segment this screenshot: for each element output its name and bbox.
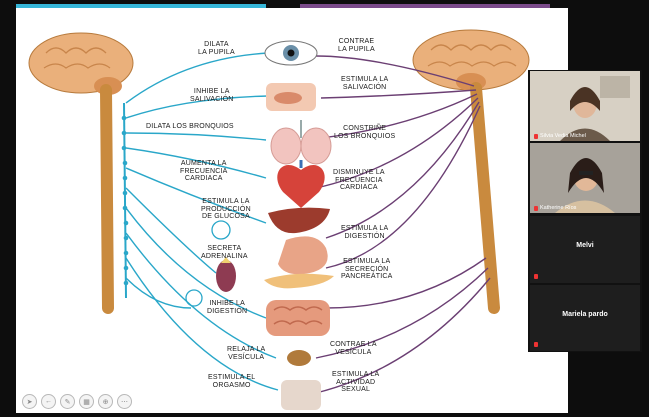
participant-name: Katherine Ríos xyxy=(534,205,576,211)
grid-icon[interactable]: ▦ xyxy=(79,394,94,409)
more-icon[interactable]: ⋯ xyxy=(117,394,132,409)
mic-muted-icon xyxy=(534,342,538,347)
participant-name: Melvi xyxy=(530,242,640,249)
participant-tile[interactable]: Melvi xyxy=(530,216,640,283)
mic-muted-icon xyxy=(534,206,538,211)
participant-tile[interactable]: Katherine Ríos xyxy=(530,143,640,213)
nervous-system-diagram xyxy=(16,8,568,413)
right-brain-icon xyxy=(413,30,529,91)
left-spinal-cord xyxy=(106,90,108,308)
salivary-gland-icon xyxy=(266,83,316,111)
liver-icon xyxy=(268,208,330,234)
participant-video xyxy=(530,143,640,213)
left-brain-icon xyxy=(29,33,133,95)
pancreas-icon xyxy=(264,274,334,289)
participant-name: Mariela pardo xyxy=(530,311,640,318)
stomach-icon xyxy=(278,236,328,274)
back-icon[interactable]: ← xyxy=(41,394,56,409)
mic-muted-icon xyxy=(534,134,538,139)
heart-icon xyxy=(277,160,324,208)
label-dilata-bronquios: DILATA LOS BRONQUIOS xyxy=(146,123,234,131)
participant-name: Silvia Vedia Michel xyxy=(534,133,586,139)
mic-muted-icon xyxy=(534,274,538,279)
genitals-icon xyxy=(281,380,321,410)
zoom-icon[interactable]: ⊕ xyxy=(98,394,113,409)
eye-icon xyxy=(265,41,317,65)
pointer-icon[interactable]: ➤ xyxy=(22,394,37,409)
slide-controls: ➤ ← ✎ ▦ ⊕ ⋯ xyxy=(22,394,132,409)
participant-tile[interactable]: Mariela pardo xyxy=(530,285,640,351)
intestine-icon xyxy=(266,300,330,336)
lungs-icon xyxy=(271,120,331,164)
gallbladder-icon xyxy=(287,350,311,366)
kidney-icon xyxy=(216,257,236,292)
participant-tile[interactable]: Silvia Vedia Michel xyxy=(530,71,640,141)
pen-icon[interactable]: ✎ xyxy=(60,394,75,409)
participant-video xyxy=(530,71,640,141)
right-spinal-cord xyxy=(476,88,494,308)
